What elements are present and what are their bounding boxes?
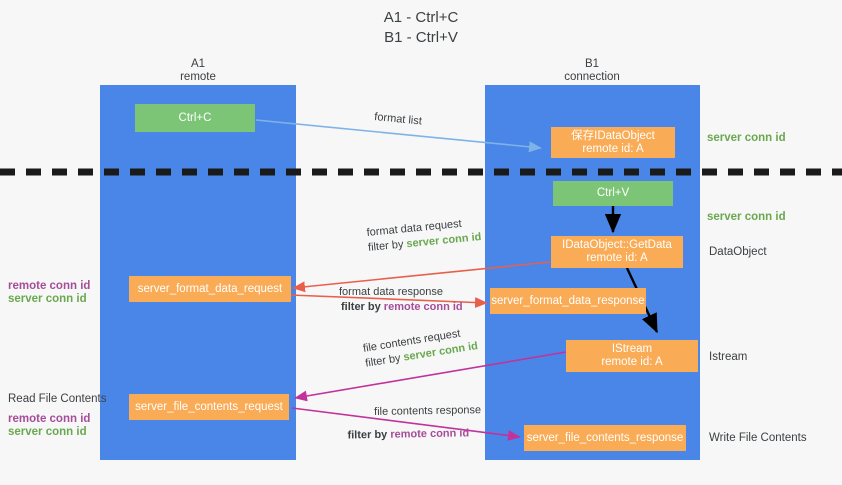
box-idataobject-getdata-line1: IDataObject::GetData [562, 239, 672, 251]
arrow-label-format-data-response-filter: filter by remote conn id [339, 300, 463, 315]
filter-value-remote-conn-id: remote conn id [383, 301, 463, 313]
arrow-label-format-data-response: format data response filter by remote co… [339, 285, 463, 315]
box-server-format-data-request-label: server_format_data_request [137, 282, 283, 295]
filter-prefix: filter by [367, 238, 408, 254]
box-server-format-data-response-label: server_format_data_response [491, 294, 645, 307]
arrow-label-format-data-response-text: format data response [339, 286, 443, 298]
box-server-file-contents-request-label: server_file_contents_request [135, 400, 283, 413]
left-label-remote-conn-id-2: remote conn id [8, 413, 91, 425]
box-server-format-data-response[interactable]: server_format_data_response [490, 288, 646, 314]
right-label-dataobject: DataObject [709, 246, 767, 258]
right-label-server-conn-id-1: server conn id [707, 132, 786, 144]
box-istream[interactable]: IStream remote id: A [566, 340, 698, 372]
right-label-server-conn-id-2: server conn id [707, 211, 786, 223]
left-label-server-conn-id-1: server conn id [8, 293, 87, 305]
box-server-file-contents-response[interactable]: server_file_contents_response [524, 425, 686, 451]
filter-prefix: filter by [341, 301, 384, 313]
box-server-format-data-request[interactable]: server_format_data_request [129, 276, 291, 302]
box-ctrl-c[interactable]: Ctrl+C [135, 104, 255, 132]
column-header-a1: A1 remote [118, 58, 278, 84]
column-a1-name: A1 [190, 58, 206, 70]
right-label-write-file-contents: Write File Contents [709, 432, 807, 444]
title-line-1: A1 - Ctrl+C [383, 9, 459, 26]
filter-prefix: filter by [347, 428, 391, 442]
box-ole-idataobject-line1: 保存IDataObject [571, 129, 655, 142]
box-ole-idataobject[interactable]: 保存IDataObject remote id: A [551, 127, 675, 158]
left-label-read-file-contents: Read File Contents [8, 393, 107, 405]
column-b1-name: B1 [584, 58, 600, 70]
column-b1-sub: connection [564, 71, 620, 83]
arrow-label-format-list: format list [374, 110, 423, 130]
filter-value-remote-conn-id: remote conn id [390, 427, 470, 441]
arrow-label-file-contents-response: file contents response filter by remote … [347, 403, 482, 443]
box-server-file-contents-request[interactable]: server_file_contents_request [129, 394, 289, 420]
left-label-remote-conn-id-1: remote conn id [8, 280, 91, 292]
box-ctrl-v[interactable]: Ctrl+V [553, 181, 673, 206]
arrow-label-file-contents-response-filter: filter by remote conn id [347, 426, 481, 443]
arrow-label-format-data-request: format data request filter by server con… [366, 215, 482, 256]
title-line-2: B1 - Ctrl+V [384, 29, 458, 46]
box-idataobject-getdata[interactable]: IDataObject::GetData remote id: A [551, 236, 683, 268]
left-label-server-conn-id-2: server conn id [8, 426, 87, 438]
box-idataobject-getdata-line2: remote id: A [586, 252, 648, 264]
box-ctrl-v-label: Ctrl+V [596, 187, 630, 199]
column-header-b1: B1 connection [512, 58, 672, 84]
arrow-label-file-contents-response-text: file contents response [374, 404, 482, 418]
box-ole-idataobject-line2: remote id: A [582, 142, 644, 155]
box-ctrl-c-label: Ctrl+C [178, 111, 212, 124]
arrow-label-format-list-text: format list [373, 110, 423, 128]
right-label-istream: Istream [709, 351, 748, 363]
column-a1-sub: remote [180, 71, 216, 83]
diagram-title: A1 - Ctrl+C B1 - Ctrl+V [0, 8, 842, 48]
arrow-label-file-contents-request: file contents request filter by server c… [362, 324, 479, 371]
box-istream-line2: remote id: A [601, 356, 663, 368]
box-istream-line1: IStream [611, 343, 653, 355]
box-server-file-contents-response-label: server_file_contents_response [526, 431, 684, 444]
